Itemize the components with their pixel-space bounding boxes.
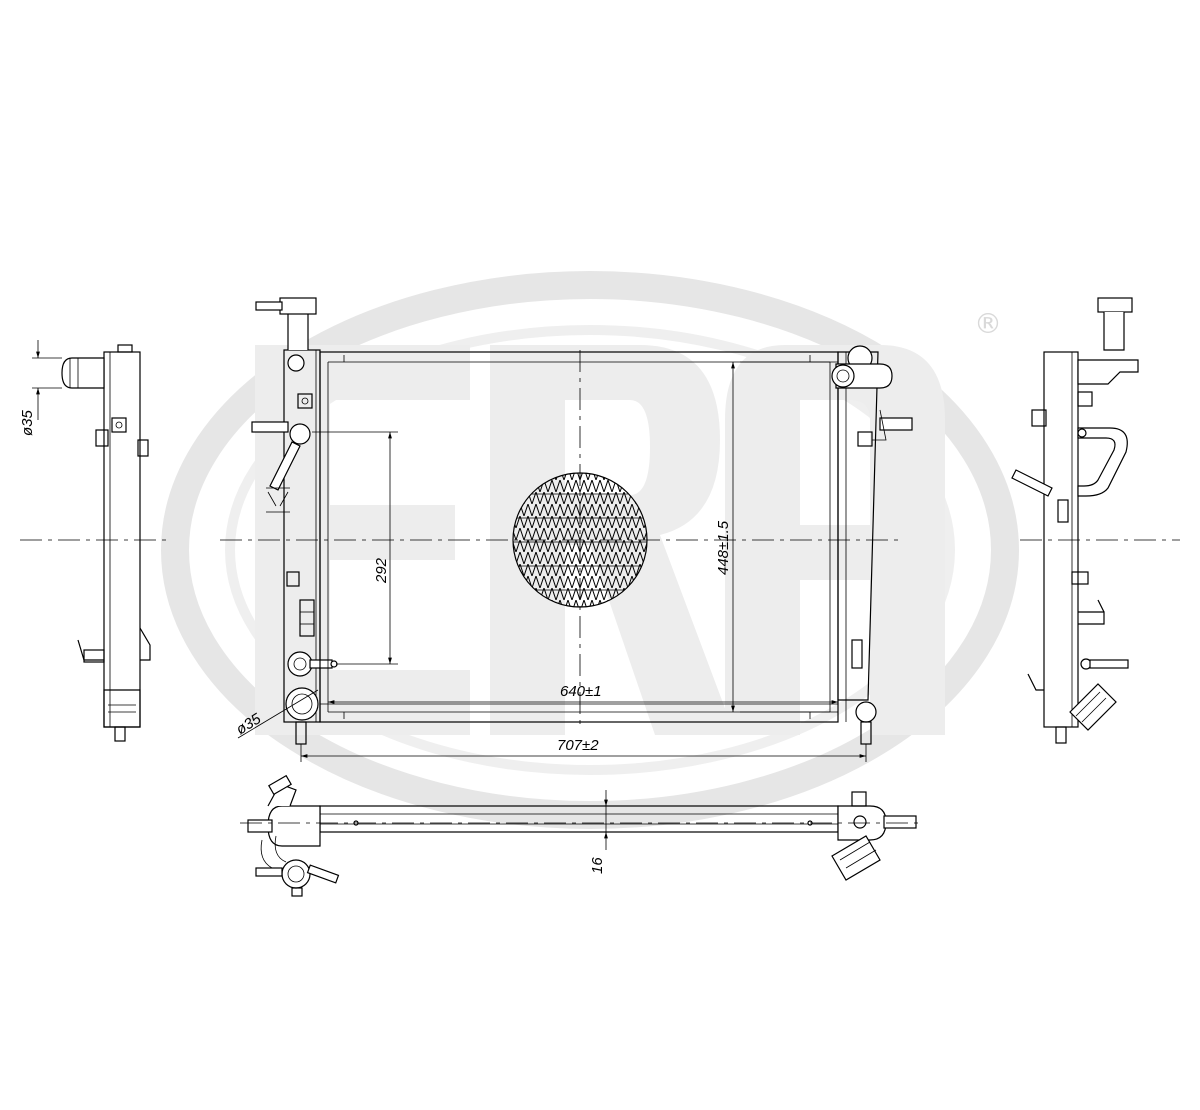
dim-inlet-diameter-side: ø35 — [19, 409, 36, 436]
dim-448-group: 448±1.5 — [715, 361, 838, 713]
top-view — [247, 774, 917, 897]
right-side-view — [1011, 297, 1180, 744]
dim-core-thickness: 16 — [589, 857, 606, 874]
dim-core-height-inner: 292 — [373, 557, 390, 584]
dim-overall-height: 448±1.5 — [715, 520, 732, 575]
dim-core-width: 640±1 — [560, 683, 602, 700]
left-side-view — [20, 344, 170, 742]
dim-640-group: 640±1 — [328, 683, 838, 704]
registered-mark: ® — [974, 307, 1002, 340]
dim-overall-width: 707±2 — [557, 737, 599, 754]
dim-707-group: 707±2 — [300, 737, 867, 762]
dim-292-group: 292 — [312, 431, 398, 665]
dim-16-group: 16 — [589, 790, 608, 874]
left-inlet-dimension: ø35 — [19, 340, 62, 436]
